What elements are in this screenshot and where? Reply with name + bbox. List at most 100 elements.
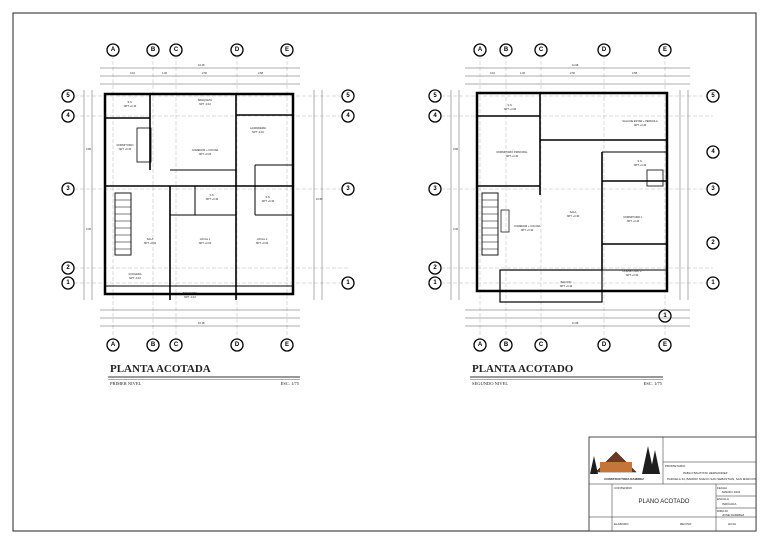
- dim-total: 11.98: [572, 63, 579, 67]
- room-name: DORMITORIO 1: [624, 215, 644, 219]
- axis-label: E: [663, 47, 667, 53]
- axis-markers-side-2: 5 4 3 2 1 5 4 3 2 1 1: [428, 89, 720, 323]
- room-level: NPT +3.40: [506, 154, 519, 158]
- axis-label: C: [174, 47, 179, 53]
- room-name: BANQUETA: [198, 98, 212, 102]
- axis-label: C: [539, 342, 544, 348]
- room-labels-second-level: S.S. NPT +3.60 SALA DE ESTAR + PERGOLA N…: [496, 103, 658, 288]
- room-name: SALA: [147, 237, 154, 241]
- room-name: LOCAL 1: [200, 237, 211, 241]
- dim-part: 3.58: [258, 71, 264, 75]
- axis-label: A: [478, 342, 483, 348]
- dim-side: 3.80: [453, 147, 459, 151]
- plan-subtitle: PRIMER NIVEL: [110, 381, 142, 386]
- room-name: DORMITORIO PRINCIPAL: [496, 150, 528, 154]
- room-name: COMEDOR + COCINA: [514, 224, 541, 228]
- room-level: NPT +0.10: [124, 104, 137, 108]
- room-name: LAVANDERIA: [250, 126, 266, 130]
- dimension-lines-bottom-1: [100, 309, 300, 327]
- scale-value: INDICADA: [722, 502, 736, 506]
- dimension-lines-top-1: [100, 67, 300, 85]
- room-name: COCHERA: [129, 272, 142, 276]
- dim-side: 3.80: [86, 147, 92, 151]
- axis-label: B: [504, 47, 509, 53]
- room-level: NPT +3.40: [521, 228, 534, 232]
- axis-label: 1: [433, 280, 437, 286]
- room-labels-first-level: S.S. NPT +0.10 BANQUETA NPT -0.10 LAVAND…: [117, 98, 275, 299]
- plan-scale: ESC. 1/75: [280, 381, 299, 386]
- axis-label: B: [151, 47, 156, 53]
- title-block: CONSTRUCTORA RAMIREZ PROPIETARIO PABLO B…: [588, 436, 757, 532]
- content-label: CONTENIDO: [614, 486, 633, 490]
- axis-label: 3: [346, 186, 350, 192]
- dim-total: 10.18: [198, 321, 205, 325]
- date-value: MARZO 2024: [722, 490, 741, 494]
- dim-part: 3.58: [632, 71, 638, 75]
- company-name: CONSTRUCTORA RAMIREZ: [604, 477, 644, 481]
- room-level: NPT +3.60: [504, 107, 517, 111]
- sheet-border: [12, 12, 757, 532]
- axis-label: A: [111, 342, 116, 348]
- room-name: S.S.: [638, 159, 643, 163]
- room-name: COMEDOR + COCINA: [192, 148, 219, 152]
- dim-total: 11.98: [572, 321, 579, 325]
- walls-second-level: [475, 91, 669, 303]
- dimension-lines-bottom-2: [465, 309, 690, 327]
- room-level: NPT -0.10: [252, 130, 264, 134]
- dim-part: 3.10: [130, 71, 136, 75]
- room-name: S.S.: [210, 193, 215, 197]
- axis-markers-top-2: A B C D E A B C D E: [473, 43, 672, 352]
- dimension-lines-side-1: [83, 90, 323, 300]
- dim-total: 10.18: [198, 63, 205, 67]
- drawn-label: DIBUJO: [717, 509, 729, 513]
- axis-label: 3: [433, 186, 437, 192]
- axis-label: 4: [433, 113, 437, 119]
- room-level: NPT +3.40: [627, 219, 640, 223]
- room-name: LOCAL 2: [257, 237, 268, 241]
- room-name: S.S.: [508, 103, 513, 107]
- axis-label: 3: [711, 186, 715, 192]
- axis-label: 2: [711, 240, 715, 246]
- room-name: S.S.: [266, 195, 271, 199]
- axis-label: A: [478, 47, 483, 53]
- axis-label: B: [151, 342, 156, 348]
- room-level: NPT +3.40: [560, 284, 573, 288]
- axis-label: 5: [346, 93, 350, 99]
- axis-label: E: [663, 342, 667, 348]
- plan-second-level: A B C D E A B C D E 5 4 3 2 1 5 4 3 2 1: [428, 43, 720, 386]
- room-name: SALA DE ESTAR + PERGOLA: [622, 119, 658, 123]
- dim-side: 10.50: [316, 197, 323, 201]
- room-name: BALCON: [561, 280, 572, 284]
- axis-label: D: [602, 47, 607, 53]
- axis-label: D: [235, 342, 240, 348]
- room-name: BANQUETA: [183, 291, 197, 295]
- axis-markers-top-1: A B C D E A B C D E: [106, 43, 294, 352]
- owner-address: PARCELA 34, BARRIO NUEVO SAN SEBASTIAN, …: [667, 477, 756, 481]
- sheet-title: PLANO ACOTADO: [639, 499, 690, 505]
- room-level: NPT -0.10: [184, 295, 196, 299]
- walls-first-level: [103, 92, 295, 300]
- room-level: NPT +0.00: [199, 241, 212, 245]
- room-name: SALA: [570, 210, 577, 214]
- company-logo: CONSTRUCTORA RAMIREZ: [590, 446, 660, 481]
- date-label: FECHA: [717, 486, 727, 490]
- room-level: NPT +3.40: [634, 163, 647, 167]
- owner-name: PABLO BAUTISTA HERNANDEZ: [683, 471, 728, 475]
- axis-label: D: [602, 342, 607, 348]
- room-level: NPT +0.30: [262, 199, 275, 203]
- plan-scale: ESC. 1/75: [643, 381, 662, 386]
- dim-part: 1.00: [520, 71, 526, 75]
- room-level: NPT +0.00: [199, 152, 212, 156]
- drawn-value: JOSE RAMIREZ: [722, 513, 744, 517]
- plan-first-level: A B C D E A B C D E 5 4 3 2 1 5 4 3 1: [61, 43, 355, 386]
- axis-label: C: [539, 47, 544, 53]
- axis-label: 4: [346, 113, 350, 119]
- axis-label: A: [111, 47, 116, 53]
- axis-markers-side-1: 5 4 3 2 1 5 4 3 1: [61, 89, 355, 290]
- axis-label: C: [174, 342, 179, 348]
- room-level: NPT -0.10: [199, 102, 211, 106]
- axis-label: E: [285, 342, 289, 348]
- axis-label: E: [285, 47, 289, 53]
- plan-title: PLANTA ACOTADA: [110, 363, 211, 375]
- room-level: NPT +3.40: [626, 273, 639, 277]
